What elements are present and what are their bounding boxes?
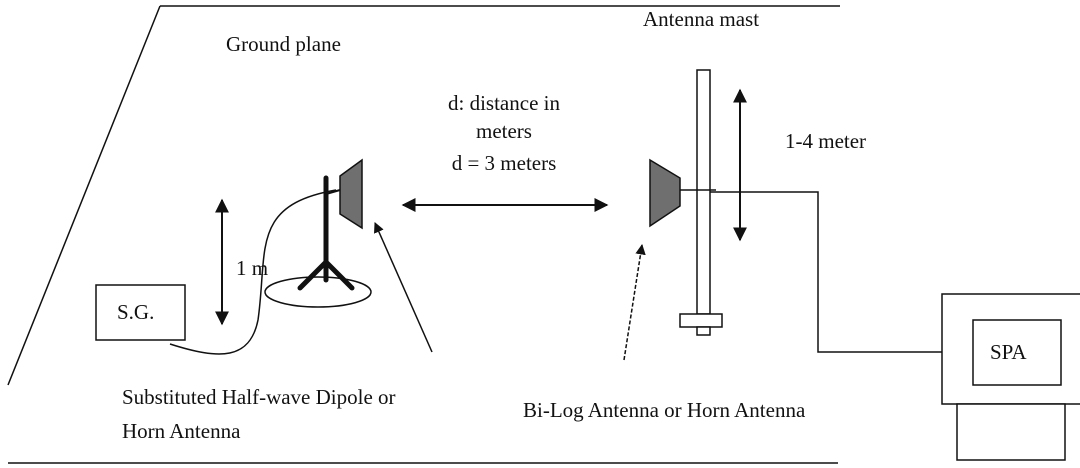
tripod-mount-arm: [325, 189, 341, 195]
antenna-mast: [679, 69, 723, 336]
turntable-ellipse: [264, 276, 372, 308]
substituted-antenna-label-line2: Horn Antenna: [122, 419, 241, 443]
distance-value-label: d = 3 meters: [451, 151, 557, 175]
pointer-arrow-substituted: [374, 222, 433, 353]
antenna-mast-label: Antenna mast: [643, 7, 760, 31]
spa-cable: [710, 191, 942, 353]
signal-generator-box: [95, 284, 186, 341]
receive-antenna: [649, 158, 681, 228]
bilog-antenna-label: Bi-Log Antenna or Horn Antenna: [523, 398, 806, 422]
pointer-arrow-bilog: [623, 243, 646, 361]
height-range-label: 1-4 meter: [785, 129, 867, 153]
spectrum-analyzer: [941, 293, 1080, 461]
distance-label-line1: d: distance in: [448, 91, 560, 115]
one-meter-label: 1 m: [236, 256, 269, 280]
ground-plane-outline: [7, 5, 840, 464]
sg-cable: [169, 189, 337, 355]
distance-label-line2: meters: [476, 119, 532, 143]
substituted-antenna-label-line1: Substituted Half-wave Dipole or: [122, 385, 396, 409]
ground-plane-label: Ground plane: [226, 32, 341, 56]
spectrum-analyzer-label: SPA: [990, 340, 1027, 364]
signal-generator-label: S.G.: [117, 300, 155, 324]
substituted-antenna: [339, 158, 363, 230]
